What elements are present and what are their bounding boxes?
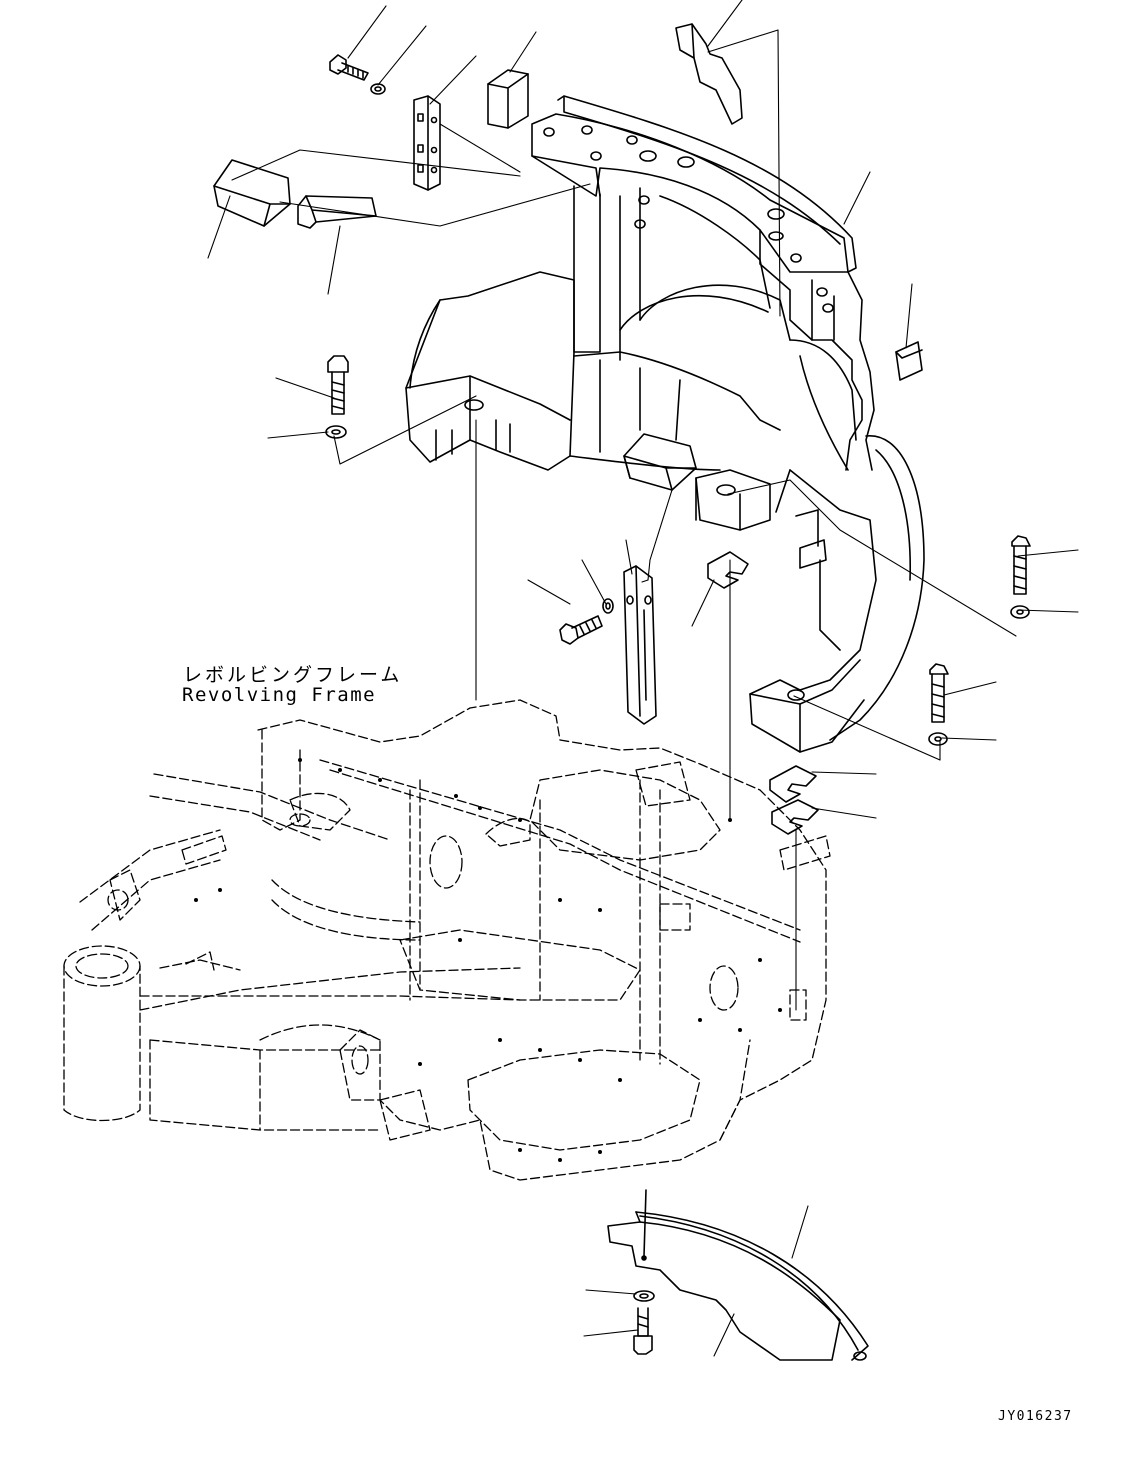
washer-left: [326, 426, 346, 438]
top-washer: [371, 84, 385, 94]
frame-label-japanese: レボルビングフレーム: [183, 664, 403, 686]
bolt-bottom: [634, 1308, 652, 1354]
leader-lines-bottom: [584, 1206, 808, 1356]
washer-mid: [603, 599, 613, 613]
stopper-block: [298, 196, 376, 228]
shim-c-1: [708, 552, 748, 588]
rubber-block: [488, 70, 528, 128]
bolt-mid: [560, 616, 602, 644]
small-pad: [896, 342, 922, 380]
frame-holes: [194, 758, 782, 1162]
shim-c-3: [772, 800, 818, 834]
shim-c-2: [770, 766, 816, 802]
leader-lines-top: [208, 0, 912, 348]
shim-strip: [676, 24, 742, 124]
drawing-code: JY016237: [998, 1409, 1073, 1424]
wedge-block: [214, 160, 290, 226]
leader-lines-middle: [268, 378, 1078, 1010]
bolt-right-2: [930, 664, 948, 722]
frame-label-english: Revolving Frame: [182, 684, 377, 706]
counterweight-upper: [406, 96, 924, 752]
washer-right-1: [1011, 606, 1029, 618]
top-bolt: [330, 55, 368, 80]
bracket-plate: [414, 96, 440, 190]
revolving-frame: [64, 700, 830, 1180]
bolt-left-vertical: [328, 356, 348, 414]
bracket-long: [624, 566, 656, 724]
washer-right-2: [929, 733, 947, 745]
under-cover: [608, 1190, 868, 1360]
bolt-right-1: [1012, 536, 1030, 594]
washer-bottom: [634, 1291, 654, 1301]
